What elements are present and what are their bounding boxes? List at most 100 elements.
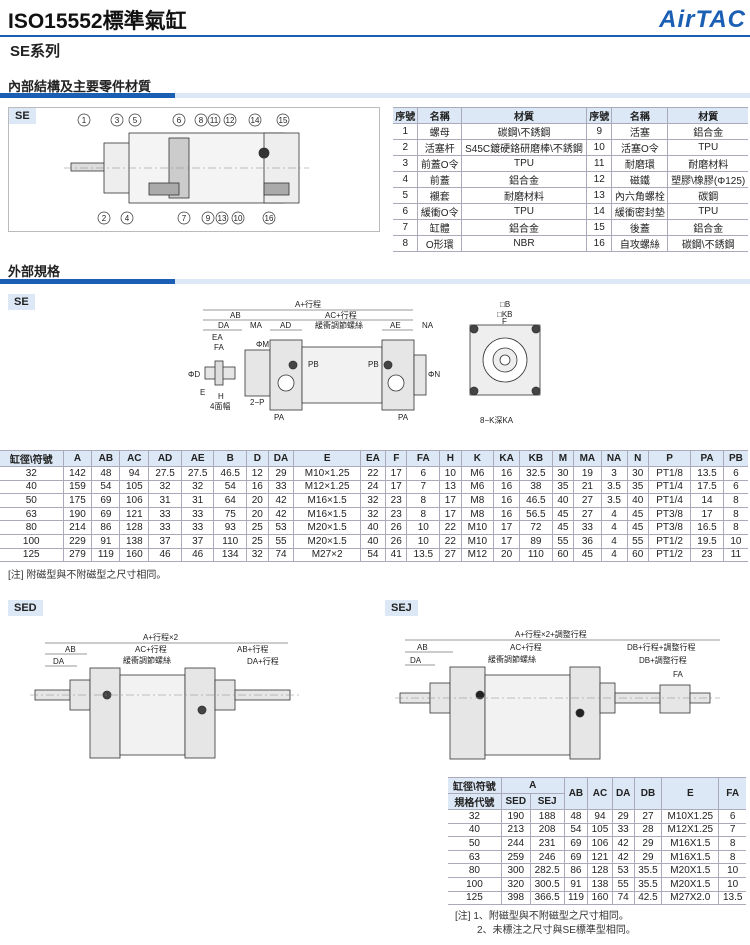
table-cell: 20 [246, 506, 269, 522]
table-cell: M20X1.5 [661, 863, 720, 878]
table-cell: 27 [573, 506, 602, 522]
table-cell: 190 [500, 809, 531, 824]
table-cell: 100 [0, 533, 64, 549]
table-cell: 11 [722, 547, 748, 563]
table-cell: 190 [62, 506, 93, 522]
table-cell: 40 [448, 822, 502, 838]
table-cell: 69 [563, 849, 589, 865]
callout-circle [194, 113, 208, 127]
dim-phid: ΦD [188, 370, 200, 379]
table-cell: 8 [722, 520, 748, 535]
table-cell: 38 [519, 479, 553, 495]
callout-number: 6 [177, 116, 182, 125]
table-cell: 7 [393, 219, 419, 236]
section-bar [0, 93, 750, 98]
table-cell: 19.5 [690, 533, 724, 549]
table-cell: 105 [119, 479, 150, 495]
table-cell: PT3/8 [647, 506, 692, 522]
callout-number: 14 [251, 116, 260, 125]
column-header: A [62, 450, 93, 467]
dim-ab-stroke: AB+行程 [237, 644, 268, 654]
table-cell: PT1/2 [647, 533, 692, 549]
note-1: [注] 1、附磁型與不附磁型之尺寸相同。 [455, 911, 629, 922]
table-cell: 24 [359, 479, 387, 495]
table-cell: 42 [267, 493, 295, 508]
sej-tag: SEJ [385, 600, 418, 616]
table-cell: 69 [91, 493, 121, 508]
table-cell: 碳鋼\不銹鋼 [667, 235, 748, 252]
se-dimension-drawing: A+行程 AB AC+行程 DA MA AD 緩衝調節螺絲 AE NA EA F… [188, 299, 541, 425]
table-cell: 300 [500, 863, 531, 878]
table-cell: 32 [359, 493, 387, 508]
column-header: AD [148, 450, 182, 467]
table-cell: 30 [626, 466, 649, 481]
table-cell: 32 [359, 506, 387, 522]
table-cell: PT1/8 [647, 466, 692, 481]
table-cell: 142 [62, 466, 93, 481]
table-cell: 279 [62, 547, 93, 563]
table-cell: 160 [587, 890, 613, 906]
column-header: E [293, 450, 361, 467]
table-cell: 121 [119, 506, 150, 522]
callout-circle [110, 113, 124, 127]
table-cell: 35 [551, 479, 575, 495]
table-cell: 16 [493, 506, 521, 522]
table-cell: M20×1.5 [293, 520, 361, 535]
table-cell: 42 [267, 506, 295, 522]
column-header: PB [722, 450, 748, 467]
table-cell: 91 [91, 533, 121, 549]
table-cell: 5 [393, 187, 419, 204]
table-cell: 23 [384, 506, 408, 522]
table-cell: M10×1.25 [293, 466, 361, 481]
dim-pa: PA [274, 413, 285, 422]
table-cell: 55 [626, 533, 649, 549]
table-cell: 80 [448, 863, 502, 878]
table-cell: 33 [611, 822, 635, 838]
dim-e: E [200, 388, 205, 397]
cushion-screw-label: 緩衝調節螺絲 [123, 655, 171, 665]
table-cell: 22 [439, 520, 462, 535]
se-tag: SE [8, 294, 35, 310]
column-header: F [384, 450, 408, 467]
dim-da: DA [410, 656, 422, 665]
table-cell: 159 [62, 479, 93, 495]
table-cell: 耐磨環 [611, 155, 669, 172]
table-cell: 10 [439, 466, 462, 481]
table-cell: M10X1.25 [661, 809, 720, 824]
table-cell: 7 [406, 479, 441, 495]
column-header: AE [180, 450, 215, 467]
table-cell: M20×1.5 [293, 533, 361, 549]
table-cell: 後蓋 [611, 219, 669, 236]
table-cell: 耐磨材料 [460, 187, 588, 204]
table-cell: 60 [551, 547, 575, 563]
table-cell: TPU [667, 139, 748, 156]
dim-db: DB+調整行程 [639, 655, 687, 665]
table-cell: 1 [393, 123, 419, 140]
table-cell: 128 [587, 863, 613, 878]
table-cell: 14 [690, 493, 724, 508]
callout-circle [207, 113, 221, 127]
table-cell: 8 [718, 849, 746, 865]
table-cell: 93 [213, 520, 248, 535]
col-db: DB [633, 777, 663, 810]
dim-phin: ΦN [428, 370, 440, 379]
table-cell: 襯套 [417, 187, 462, 204]
table-cell: 119 [91, 547, 121, 563]
dim-h: H [218, 392, 224, 401]
table-cell: 134 [213, 547, 248, 563]
dim-fa: FA [673, 670, 683, 679]
sed-tag: SED [8, 600, 43, 616]
dim-pb-2: PB [368, 360, 379, 369]
dim-pa-2: PA [398, 413, 409, 422]
table-cell: 259 [500, 849, 531, 865]
table-cell: 前蓋O令 [417, 155, 462, 172]
dim-a: A+行程×2+調整行程 [515, 629, 587, 639]
callout-number: 8 [199, 116, 204, 125]
table-cell: PT3/8 [647, 520, 692, 535]
